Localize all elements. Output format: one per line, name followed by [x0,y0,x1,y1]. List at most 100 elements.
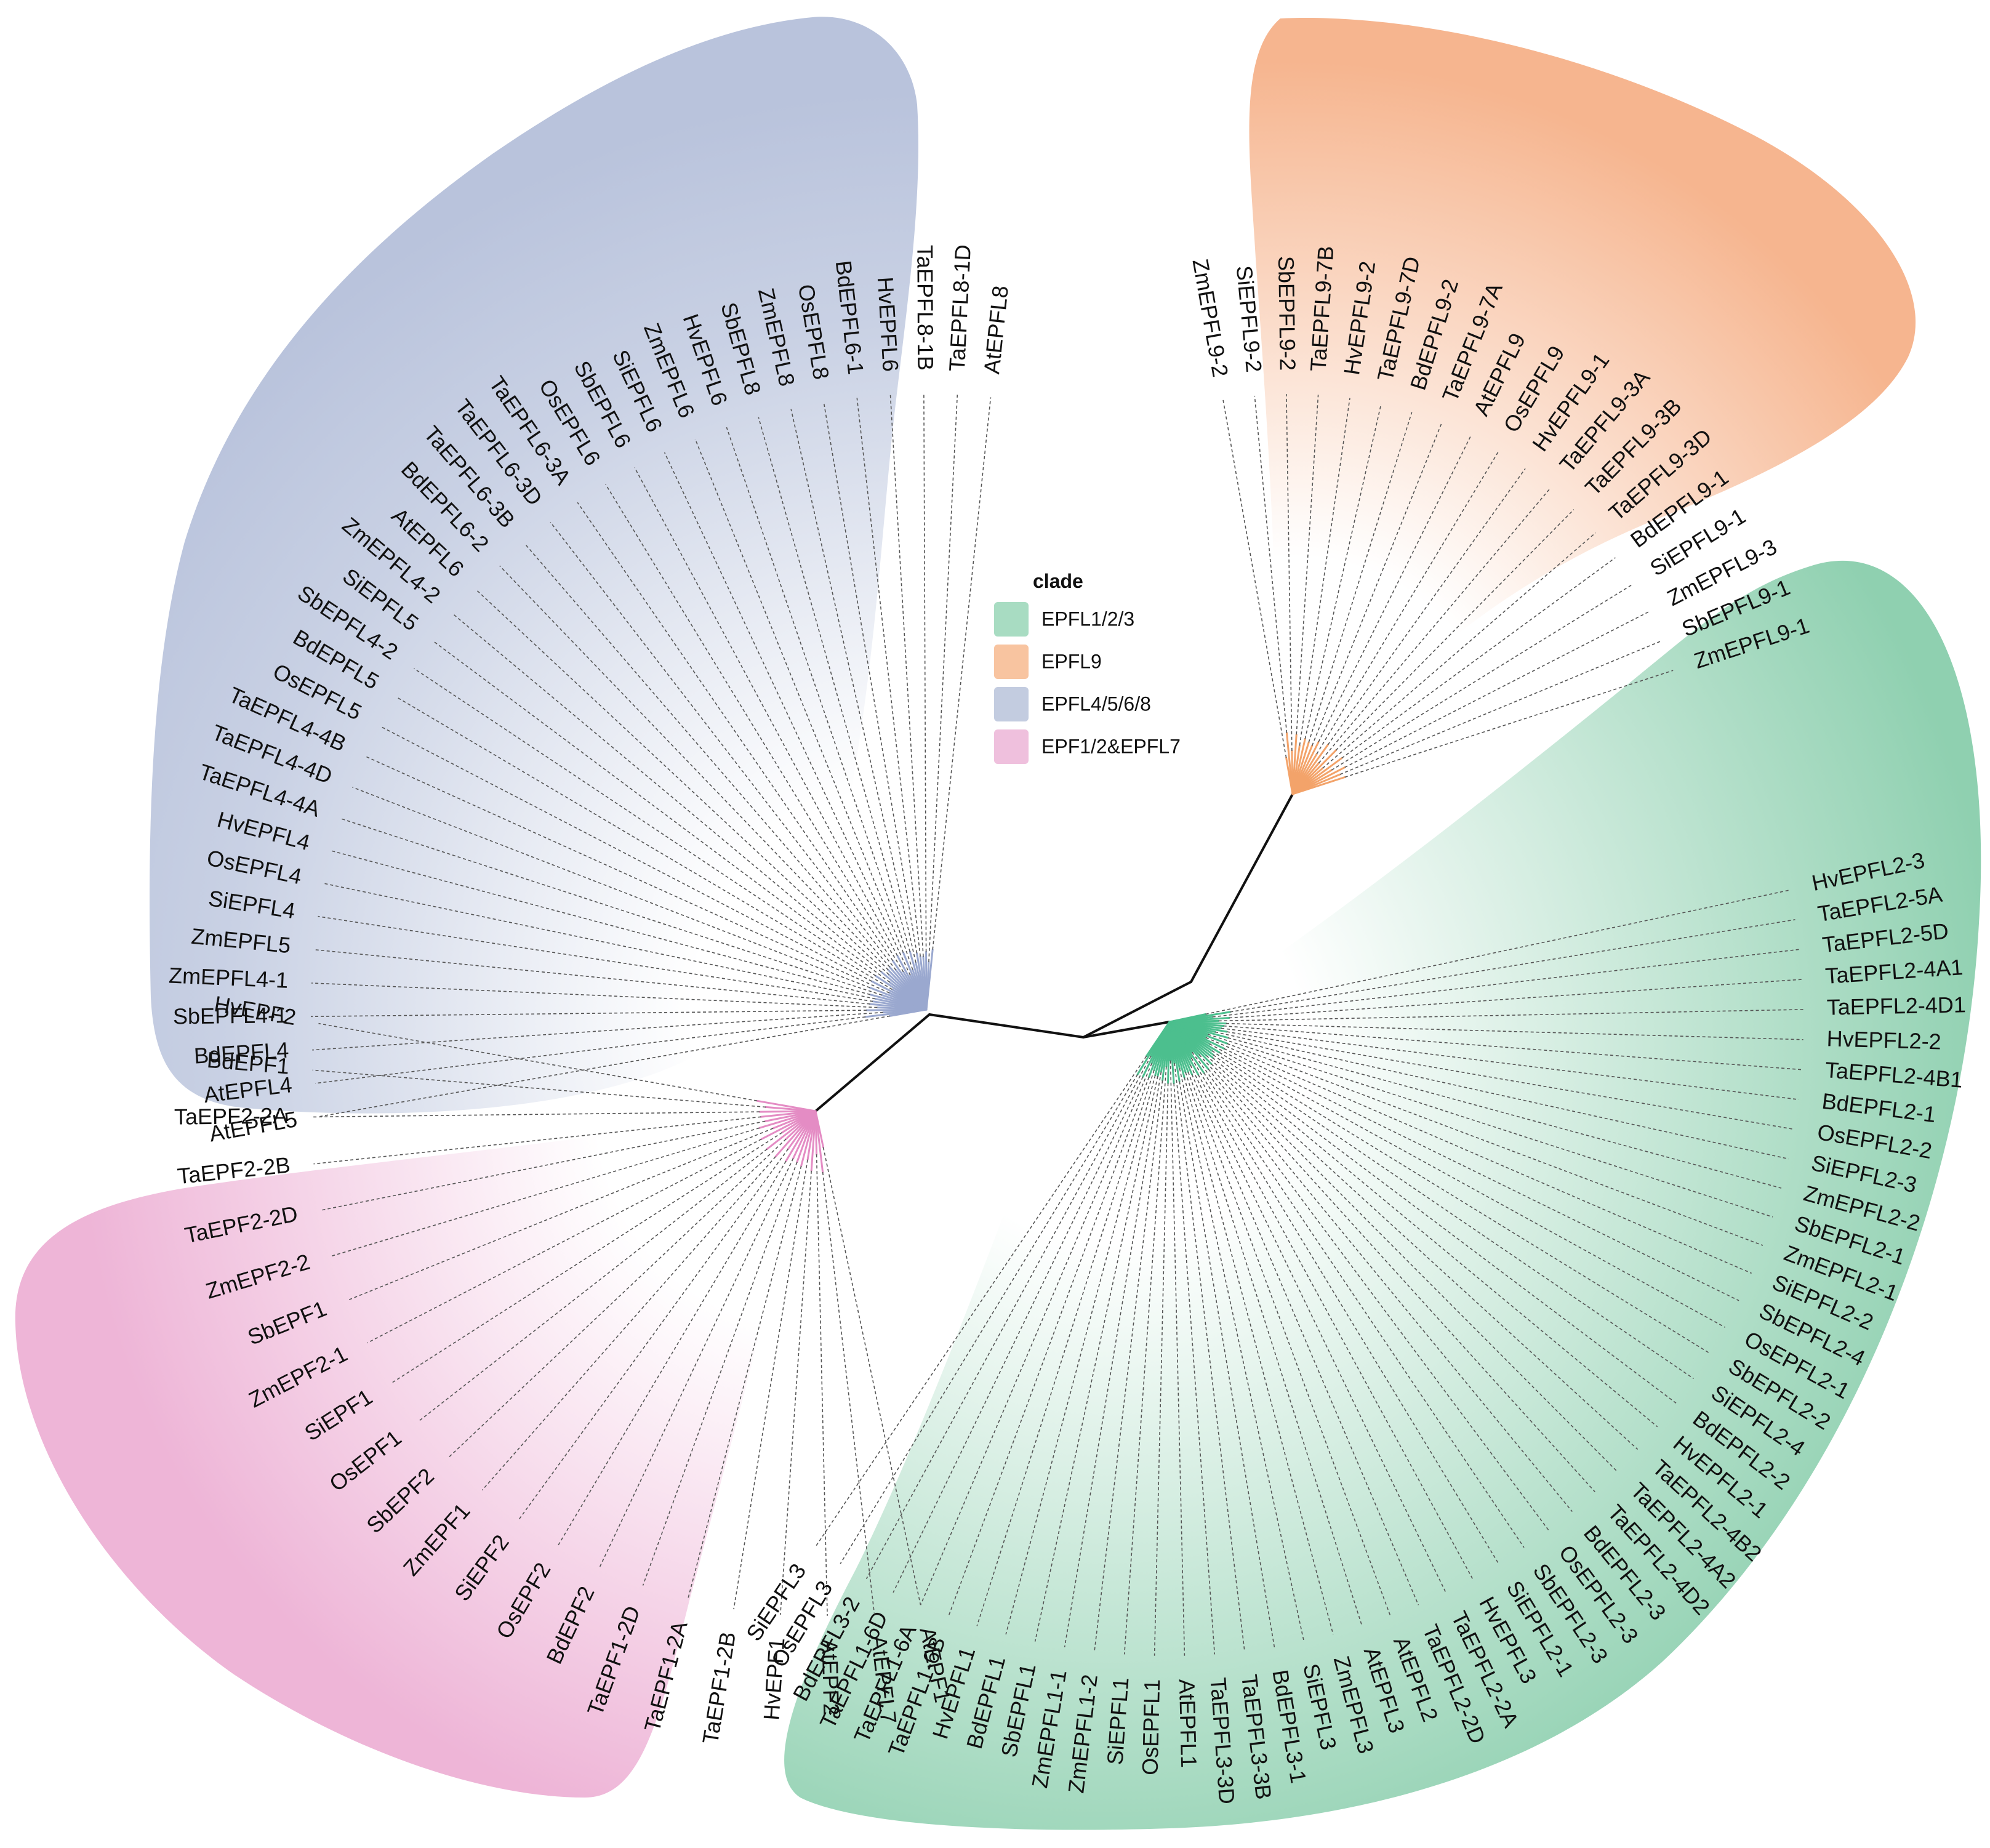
leader-epfl1-2-3-6 [1223,1025,1802,1071]
leader-epfl9-15 [1331,584,1634,771]
branch-epfl1-2-3-50 [1145,1021,1171,1058]
leader-epfl1-2-3-25 [1203,1072,1525,1548]
leader-epfl9-13 [1322,532,1596,769]
branch-epf1-2-epfl7-14 [760,1110,817,1140]
leader-epfl4-5-6-8-11 [365,755,890,994]
leader-epfl4-5-6-8-30 [856,398,921,957]
leader-epfl1-2-3-8 [1226,1031,1795,1130]
leader-epfl1-2-3-7 [1221,1027,1799,1100]
leader-epfl4-5-6-8-23 [634,467,898,956]
leader-epfl4-5-6-8-29 [823,402,918,954]
leaf-label-epfl1-2-3-5: HvEPFL2-2 [1826,1026,1941,1054]
leader-epfl4-5-6-8-27 [758,417,911,952]
leader-epfl4-5-6-8-21 [577,502,894,962]
leader-epfl9-11 [1318,488,1551,764]
leader-epfl9-7 [1311,422,1443,746]
leader-epfl9-17 [1339,640,1663,775]
branch-epfl9-18 [1291,776,1346,795]
leader-epfl1-2-3-48 [865,1056,1152,1580]
leader-epfl1-2-3-50 [814,1056,1147,1548]
leader-epf1-2-epfl7-17 [320,1120,766,1211]
leader-epfl1-2-3-11 [1208,1034,1773,1218]
leader-epfl9-9 [1316,451,1499,755]
legend-swatch-epfl1-2-3 [994,602,1029,637]
legend-swatch-epfl9 [994,645,1029,679]
leader-epfl4-5-6-8-6 [318,915,873,1002]
leader-epf1-2-epfl7-8 [558,1160,787,1546]
leader-epfl1-2-3-15 [1209,1043,1725,1328]
leaf-label-epfl1-2-3-37: AtEPFL1 [1174,1679,1202,1768]
leader-epfl1-2-3-32 [1184,1077,1334,1635]
leader-epfl4-5-6-8-10 [352,787,870,989]
leader-epfl9-18 [1344,670,1674,778]
leader-epfl4-5-6-8-18 [499,565,889,971]
branch-epf1-2-epfl7-12 [766,1110,817,1151]
leader-epfl4-5-6-8-26 [726,427,913,970]
leader-epfl1-2-3-26 [1190,1058,1499,1564]
branch-epfl4-5-6-8-34 [925,949,934,1011]
leader-epfl4-5-6-8-31 [889,395,924,957]
leader-epfl1-2-3-1 [1230,919,1795,1013]
epfl9-stem-branch [1190,793,1294,983]
leader-epfl4-5-6-8-5 [313,949,870,1005]
leader-epfl4-5-6-8-19 [524,543,891,968]
clade-area-epf12-epfl7 [15,1107,813,1798]
leader-epfl1-2-3-5 [1226,1022,1803,1040]
leader-epfl4-5-6-8-4 [311,982,878,1008]
leader-epf1-2-epfl7-12 [417,1148,768,1423]
leader-epfl9-8 [1318,435,1472,742]
leader-epfl4-5-6-8-24 [664,452,911,976]
legend-label-epf1-2-epfl7: EPF1/2&EPFL7 [1041,735,1181,757]
leader-epfl1-2-3-22 [1198,1054,1595,1493]
leader-epfl4-5-6-8-12 [379,725,872,982]
leader-epfl1-2-3-13 [1205,1037,1752,1274]
leader-epfl1-2-3-39 [1123,1066,1167,1655]
branch-epf1-2-epfl7-10 [774,1110,817,1158]
leaf-label-epfl1-2-3-38: OsEPFL1 [1137,1679,1165,1775]
leader-epfl4-5-6-8-34 [932,397,992,950]
leader-epfl4-5-6-8-8 [331,850,871,995]
leader-epf1-2-epfl7-3 [780,1170,812,1615]
leader-epf1-2-epfl7-0 [822,1147,921,1605]
leader-epfl1-2-3-49 [840,1074,1138,1564]
leaf-label-epf1-2-epfl7-4: TaEPF1-2B [697,1630,740,1746]
leader-epfl1-2-3-43 [1005,1075,1156,1635]
leader-epfl4-5-6-8-33 [928,395,958,962]
leader-epfl4-5-6-8-13 [396,696,893,990]
leader-epfl1-2-3-21 [1211,1063,1618,1472]
leader-epfl1-2-3-19 [1212,1057,1658,1428]
leader-epfl1-2-3-36 [1173,1083,1216,1655]
legend-label-epfl1-2-3: EPFL1/2/3 [1041,608,1134,630]
legend: clade EPFL1/2/3EPFL9EPFL4/5/6/8EPF1/2&EP… [994,570,1181,764]
leader-epf1-2-epfl7-16 [332,1127,760,1256]
leaf-label-epfl4-5-6-8-3: SbEPFL4-1 [173,1002,288,1029]
leader-epfl9-2 [1286,394,1293,751]
leader-epfl1-2-3-41 [1064,1071,1162,1647]
clade-area-epfl4568 [150,17,918,1114]
leaf-label-epfl4-5-6-8-34: AtEPFL8 [979,284,1013,376]
leader-epfl9-5 [1304,403,1382,739]
leaf-label-epfl4-5-6-8-2: BdEPFL4 [193,1037,289,1069]
leader-epfl1-2-3-33 [1179,1068,1305,1642]
leader-epfl4-5-6-8-14 [414,668,877,976]
leader-epfl4-5-6-8-3 [311,1010,867,1018]
legend-label-epfl9: EPFL9 [1041,650,1102,672]
leaf-label-epf1-2-epfl7-3: HvEPF1 [758,1637,789,1721]
leaf-label-epfl4-5-6-8-4: ZmEPFL4-1 [168,962,289,992]
clade-area-epfl9 [1249,18,1916,800]
leaf-label-epfl9-0: ZmEPFL9-2 [1188,257,1234,379]
leader-epf1-2-epfl7-19 [311,1111,760,1118]
leaf-label-epfl1-2-3-39: SiEPFL1 [1102,1677,1133,1766]
leader-epfl1-2-3-28 [1190,1065,1446,1593]
leader-epfl9-6 [1308,412,1413,743]
leaf-label-epf1-2-epfl7-19: TaEPF2-2A [174,1103,288,1130]
leaf-label-epfl4-5-6-8-32: TaEPFL8-1B [912,245,938,371]
leader-epfl1-2-3-12 [1227,1043,1763,1246]
clade-area-epfl123 [784,560,1981,1830]
leaf-label-epfl4-5-6-8-31: HvEPFL6 [873,276,904,372]
leader-epfl1-2-3-34 [1179,1081,1275,1647]
leader-epf1-2-epfl7-18 [313,1116,761,1165]
leader-epf1-2-epfl7-9 [518,1148,789,1520]
leader-epfl9-3 [1296,395,1319,735]
leader-epf1-2-epfl7-20 [312,1069,766,1108]
